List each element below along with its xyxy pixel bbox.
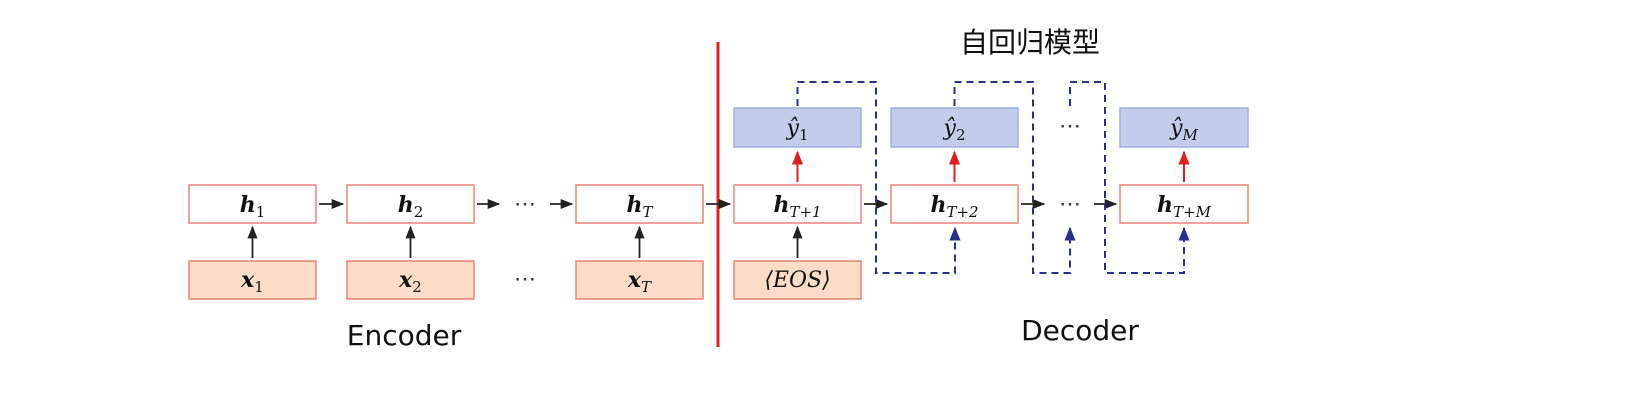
feedback-path-2	[953, 81, 1076, 274]
encoder-input-2: x2	[346, 260, 475, 300]
encoder-hidden-1-sub: 1	[256, 203, 266, 221]
decoder-output-M: ŷM	[1119, 107, 1249, 148]
encoder-hidden-1-base: h	[240, 192, 256, 218]
decoder-hidden-T1-sub: T+1	[789, 203, 821, 221]
decoder-input-eos: ⟨EOS⟩	[733, 260, 862, 300]
encoder-input-2-sub: 2	[412, 278, 422, 296]
decoder-output-2-base: ŷ	[943, 116, 957, 141]
decoder-output-2-sub: 2	[956, 126, 966, 144]
decoder-hidden-T2-base: h	[930, 192, 946, 218]
decoder-output-2: ŷ2	[890, 107, 1019, 148]
decoder-hidden-TM: hT+M	[1119, 184, 1249, 224]
decoder-hidden-TM-sub: T+M	[1173, 203, 1212, 221]
encoder-input-1-base: x	[240, 267, 255, 293]
encoder-input-1-sub: 1	[254, 278, 264, 296]
encoder-input-2-base: x	[398, 267, 413, 293]
encoder-hidden-T: hT	[575, 184, 704, 224]
encoder-label: Encoder	[347, 319, 462, 352]
encoder-hidden-T-sub: T	[642, 203, 653, 221]
svg-text:ŷ2: ŷ2	[943, 116, 966, 144]
svg-text:ŷM: ŷM	[1169, 116, 1198, 144]
encoder-hidden-1: h1	[188, 184, 317, 224]
decoder-output-1-base: ŷ	[786, 116, 800, 141]
encoder-input-T-sub: T	[641, 278, 652, 296]
decoder-output-M-base: ŷ	[1169, 116, 1183, 141]
decoder-hidden-T1-base: h	[773, 192, 789, 218]
decoder-hidden-T2: hT+2	[890, 184, 1019, 224]
encoder-input-T-base: x	[627, 267, 642, 293]
svg-text:x2: x2	[398, 267, 422, 296]
svg-text:hT: hT	[626, 192, 653, 221]
decoder-output-1-sub: 1	[799, 126, 809, 144]
encoder-input-T: xT	[575, 260, 704, 300]
svg-text:ŷ1: ŷ1	[786, 116, 809, 144]
encoder-hidden-ellipsis: ⋯	[514, 192, 536, 217]
decoder-hidden-T1: hT+1	[733, 184, 862, 224]
encoder-input-1: x1	[188, 260, 317, 300]
svg-text:h2: h2	[398, 192, 424, 221]
svg-text:hT+M: hT+M	[1157, 192, 1212, 221]
decoder-input-eos-label: ⟨EOS⟩	[764, 268, 830, 293]
feedback-path-1	[796, 81, 961, 274]
encoder-hidden-T-base: h	[626, 192, 642, 218]
decoder-output-ellipsis: ⋯	[1059, 114, 1081, 139]
decoder-hidden-ellipsis: ⋯	[1059, 192, 1081, 217]
svg-text:xT: xT	[627, 267, 652, 296]
svg-text:hT+1: hT+1	[773, 192, 821, 221]
encoder-hidden-2-base: h	[398, 192, 414, 218]
svg-text:h1: h1	[240, 192, 266, 221]
encoder-hidden-2: h2	[346, 184, 475, 224]
svg-text:x1: x1	[240, 267, 264, 296]
svg-text:hT+2: hT+2	[930, 192, 978, 221]
encoder-input-ellipsis: ⋯	[514, 267, 536, 292]
decoder-output-1: ŷ1	[733, 107, 862, 148]
feedback-path-3	[1069, 81, 1190, 274]
decoder-hidden-TM-base: h	[1157, 192, 1173, 218]
encoder-hidden-2-sub: 2	[414, 203, 424, 221]
decoder-output-M-sub: M	[1182, 126, 1199, 144]
decoder-hidden-T2-sub: T+2	[946, 203, 978, 221]
decoder-label: Decoder	[1021, 314, 1139, 347]
diagram-title: 自回归模型	[960, 26, 1100, 59]
